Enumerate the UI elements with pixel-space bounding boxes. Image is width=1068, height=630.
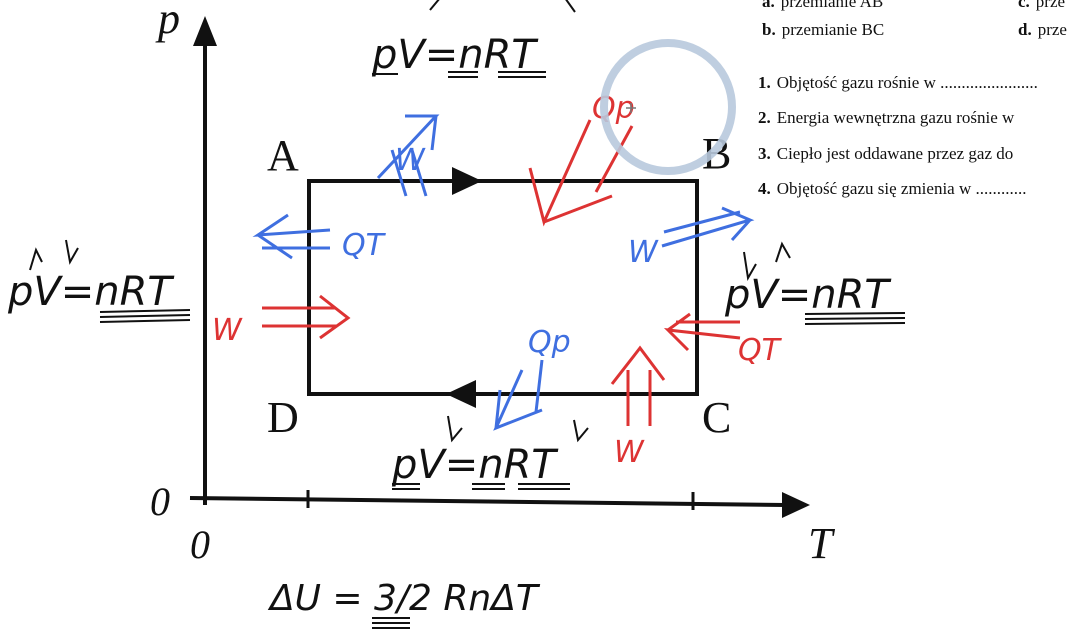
q-top-arrow xyxy=(528,119,634,227)
y-axis-arrowhead xyxy=(193,16,217,46)
w-left-arrow xyxy=(262,294,351,340)
origin-y-label: 0 xyxy=(150,479,170,524)
eq-right-group: pV=nRT xyxy=(724,241,906,325)
w-top-arrow xyxy=(376,114,440,197)
x-axis xyxy=(189,496,786,507)
eq-energy-group: ΔU = 3/2 RnΔT xyxy=(267,578,541,629)
blue-annotations xyxy=(252,114,755,431)
w-top-label: W xyxy=(395,143,426,178)
q-right-arrow xyxy=(663,312,741,352)
eq-top-group: pV=nRT xyxy=(371,0,576,78)
eq-top: pV=nRT xyxy=(371,32,539,78)
w-right-arrow xyxy=(661,206,755,248)
cursor-crosshair-icon xyxy=(626,103,636,113)
point-d-label: D xyxy=(267,393,299,442)
w-left-label: W xyxy=(212,313,243,348)
x-axis-arrowhead xyxy=(782,492,810,518)
q-bottom-label: Qp xyxy=(528,325,571,360)
eq-right: pV=nRT xyxy=(724,272,892,318)
point-a-label: A xyxy=(267,131,299,180)
cursor-highlight-circle xyxy=(600,39,736,175)
q-left-arrow xyxy=(252,213,331,260)
q-left-label: QT xyxy=(342,228,387,263)
eq-left-group: pV=nRT xyxy=(7,239,191,323)
x-axis-label: T xyxy=(808,519,836,568)
w-bottom-arrow xyxy=(610,345,666,426)
w-bottom-label: W xyxy=(614,435,645,470)
y-axis-label: p xyxy=(155,0,180,43)
eq-left: pV=nRT xyxy=(7,269,175,315)
arrow-cd xyxy=(446,380,476,408)
cycle-rectangle xyxy=(307,179,699,396)
eq-energy: ΔU = 3/2 RnΔT xyxy=(267,578,541,619)
arrow-ab xyxy=(452,167,482,195)
q-bottom-arrow xyxy=(493,359,544,431)
eq-bottom-group: pV=nRT xyxy=(391,415,589,490)
red-annotations xyxy=(262,119,741,426)
w-right-label: W xyxy=(628,235,659,270)
origin-x-label: 0 xyxy=(190,522,210,567)
q-right-label: QT xyxy=(738,333,783,368)
eq-bottom: pV=nRT xyxy=(391,442,559,488)
point-c-label: C xyxy=(702,393,731,442)
